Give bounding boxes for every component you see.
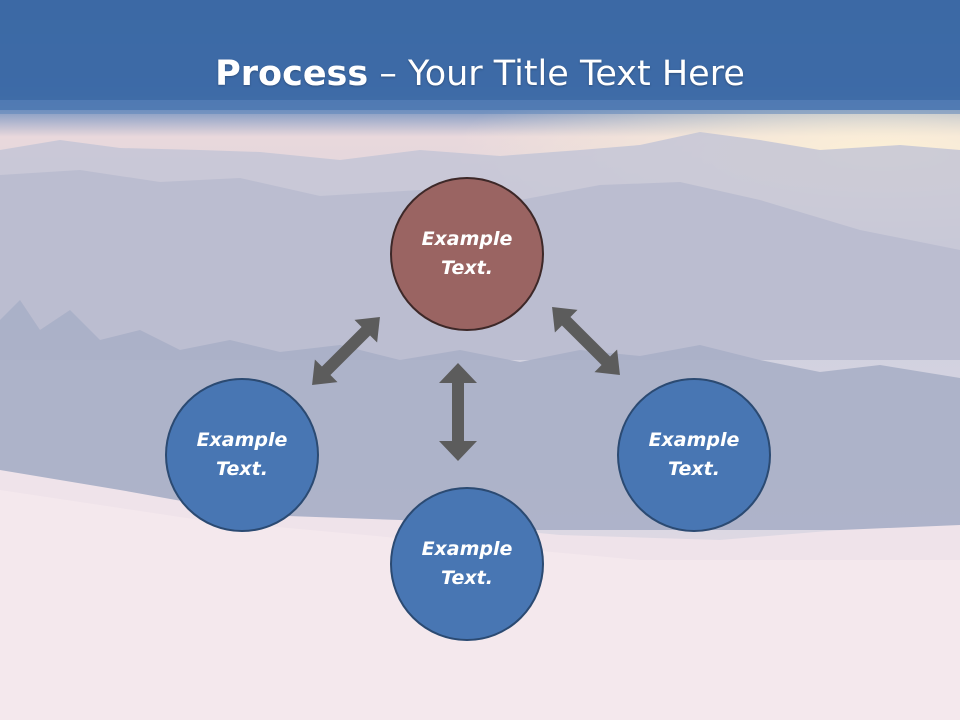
process-node-left: Example Text.: [165, 378, 319, 532]
double-arrow-top-right: [552, 307, 620, 375]
double-arrow-vertical: [439, 363, 477, 461]
title-bold: Process: [215, 54, 369, 94]
process-node-right: Example Text.: [617, 378, 771, 532]
double-arrow-top-left: [312, 317, 380, 385]
process-node-top: Example Text.: [390, 177, 544, 331]
slide-title: Process – Your Title Text Here: [0, 50, 960, 98]
process-node-bottom: Example Text.: [390, 487, 544, 641]
title-rest: – Your Title Text Here: [368, 54, 745, 94]
